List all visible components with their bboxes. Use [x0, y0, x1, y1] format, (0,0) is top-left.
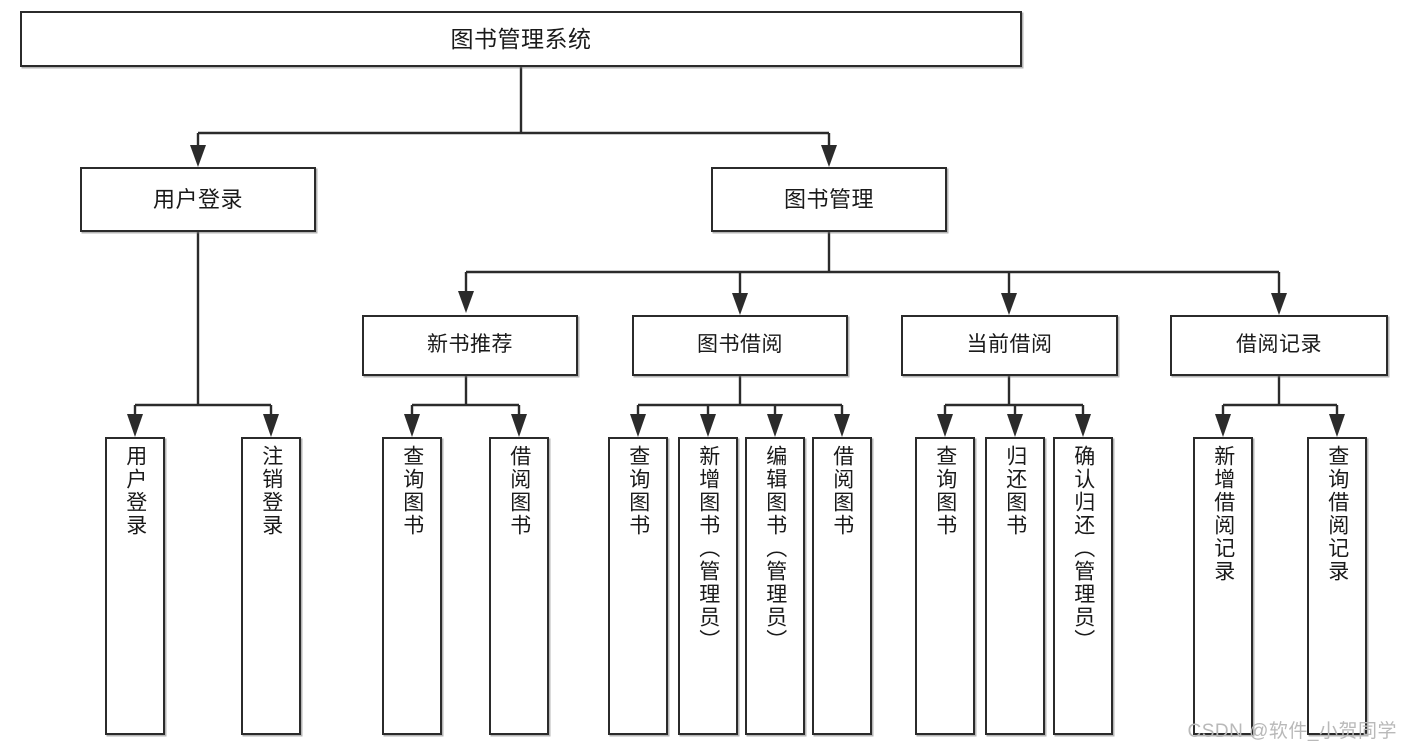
- node-root-system[interactable]: 图书管理系统: [20, 11, 1022, 67]
- leaf-query-borrow-record[interactable]: 查询借阅记录: [1307, 437, 1367, 735]
- node-label: 图书管理系统: [450, 25, 592, 52]
- arrowhead-borrow-record: [1271, 293, 1287, 315]
- node-current-borrow[interactable]: 当前借阅: [901, 315, 1118, 376]
- leaf-edit-book-admin[interactable]: 编辑图书（管理员）: [745, 437, 805, 735]
- node-label: 编辑图书（管理员）: [763, 445, 787, 652]
- leaf-logout[interactable]: 注销登录: [241, 437, 301, 735]
- arrowhead-leaf-add-book: [700, 414, 716, 437]
- arrowhead-leaf-return-book: [1007, 414, 1023, 437]
- arrowhead-leaf-add-record: [1215, 414, 1231, 437]
- arrowhead-current-borrow: [1001, 293, 1017, 315]
- arrowhead-leaf-logout: [263, 414, 279, 437]
- node-label: 借阅图书: [507, 445, 531, 537]
- leaf-add-book-admin[interactable]: 新增图书（管理员）: [678, 437, 738, 735]
- arrowhead-leaf-query-record: [1329, 414, 1345, 437]
- leaf-user-login[interactable]: 用户登录: [105, 437, 165, 735]
- node-label: 查询图书: [933, 445, 957, 537]
- arrowhead-leaf-query-book-1: [404, 414, 420, 437]
- leaf-query-book-borrow[interactable]: 查询图书: [608, 437, 668, 735]
- node-label: 归还图书: [1003, 445, 1027, 537]
- node-label: 图书借阅: [697, 333, 783, 357]
- arrowhead-book-borrow: [732, 293, 748, 315]
- arrowhead-leaf-query-book-3: [937, 414, 953, 437]
- node-user-login[interactable]: 用户登录: [80, 167, 316, 232]
- node-label: 查询借阅记录: [1325, 445, 1349, 583]
- node-label: 当前借阅: [966, 333, 1053, 357]
- leaf-query-book-recommend[interactable]: 查询图书: [382, 437, 442, 735]
- node-borrow-record[interactable]: 借阅记录: [1170, 315, 1388, 376]
- node-label: 用户登录: [123, 445, 147, 537]
- node-label: 新增图书（管理员）: [696, 445, 720, 652]
- node-label: 查询图书: [400, 445, 424, 537]
- node-label: 查询图书: [626, 445, 650, 537]
- leaf-confirm-return-admin[interactable]: 确认归还（管理员）: [1053, 437, 1113, 735]
- node-label: 注销登录: [259, 445, 283, 537]
- arrowhead-leaf-edit-book: [767, 414, 783, 437]
- arrowhead-leaf-user-login: [127, 414, 143, 437]
- leaf-query-book-current[interactable]: 查询图书: [915, 437, 975, 735]
- leaf-borrow-book[interactable]: 借阅图书: [812, 437, 872, 735]
- node-label: 借阅图书: [830, 445, 854, 537]
- node-label: 新增借阅记录: [1211, 445, 1235, 583]
- arrowhead-book-mgmt: [821, 145, 837, 167]
- arrowhead-new-book: [458, 291, 474, 313]
- node-label: 用户登录: [152, 186, 243, 212]
- node-label: 新书推荐: [427, 333, 513, 357]
- node-new-book-recommend[interactable]: 新书推荐: [362, 315, 578, 376]
- arrowhead-leaf-query-book-2: [630, 414, 646, 437]
- node-book-borrow[interactable]: 图书借阅: [632, 315, 848, 376]
- arrowhead-leaf-confirm-return: [1075, 414, 1091, 437]
- arrowhead-leaf-borrow-book-1: [511, 414, 527, 437]
- leaf-add-borrow-record[interactable]: 新增借阅记录: [1193, 437, 1253, 735]
- node-label: 图书管理: [783, 186, 874, 212]
- arrowhead-leaf-borrow-book-2: [834, 414, 850, 437]
- leaf-borrow-book-recommend[interactable]: 借阅图书: [489, 437, 549, 735]
- arrowhead-user-login: [190, 145, 206, 167]
- node-label: 借阅记录: [1236, 333, 1322, 357]
- node-book-management[interactable]: 图书管理: [711, 167, 947, 232]
- node-label: 确认归还（管理员）: [1071, 445, 1095, 652]
- leaf-return-book[interactable]: 归还图书: [985, 437, 1045, 735]
